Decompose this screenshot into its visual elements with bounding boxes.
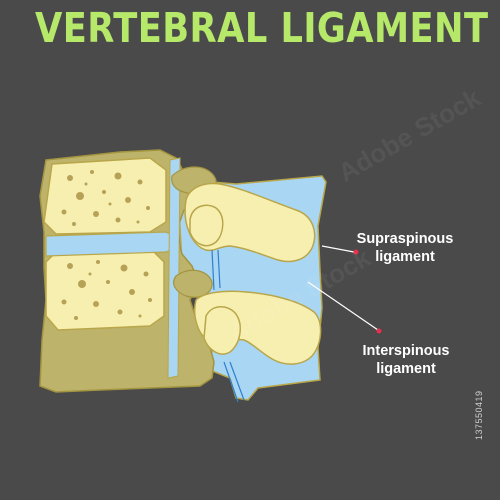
upper-facet [189, 204, 224, 247]
diagram-title: VERTEBRAL LIGAMENT [35, 4, 489, 52]
lower-vertebral-body [45, 249, 165, 331]
supraspinous-label-line1: Supraspinous [356, 231, 454, 247]
supraspinous-pointer-dot [353, 249, 359, 255]
stock-id-text: 137550419 [474, 390, 484, 440]
bone-pores-upper [61, 170, 150, 226]
supraspinous-pointer-line [321, 245, 355, 253]
bone-pores-lower [61, 260, 152, 320]
interspinous-label-line2: ligament [376, 361, 436, 377]
supraspinous-label-line2: ligament [375, 249, 435, 265]
posterior-ligament-strip [167, 157, 181, 379]
interspinous-ligament-label: Interspinous ligament [348, 342, 464, 378]
ligament-fibres [211, 249, 245, 403]
interspinous-label-line1: Interspinous [362, 343, 450, 359]
upper-spinous-process [184, 182, 316, 263]
lower-facet [203, 306, 242, 355]
interspinous-pointer-dot [376, 328, 382, 334]
upper-vertebral-body [43, 157, 167, 235]
intervertebral-disc [45, 231, 177, 257]
interspinous-pointer-line [307, 281, 379, 331]
supraspinous-ligament-label: Supraspinous ligament [350, 230, 460, 266]
